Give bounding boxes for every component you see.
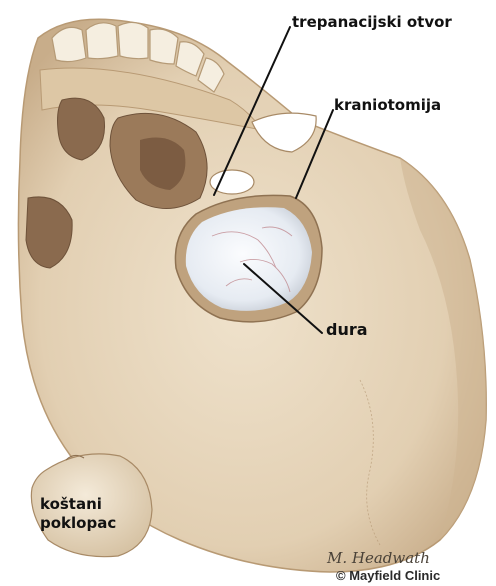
- label-craniotomy: kraniotomija: [334, 98, 441, 113]
- label-dura: dura: [326, 322, 368, 338]
- label-bone-flap-line2: poklopac: [40, 514, 116, 533]
- label-burr-hole: trepanacijski otvor: [292, 15, 452, 30]
- label-bone-flap-line1: koštani: [40, 495, 116, 514]
- dura-surface: [186, 207, 312, 311]
- copyright-notice: © Mayfield Clinic: [336, 568, 440, 583]
- label-bone-flap: koštani poklopac: [40, 495, 116, 533]
- artist-signature: M. Headwath: [327, 549, 430, 567]
